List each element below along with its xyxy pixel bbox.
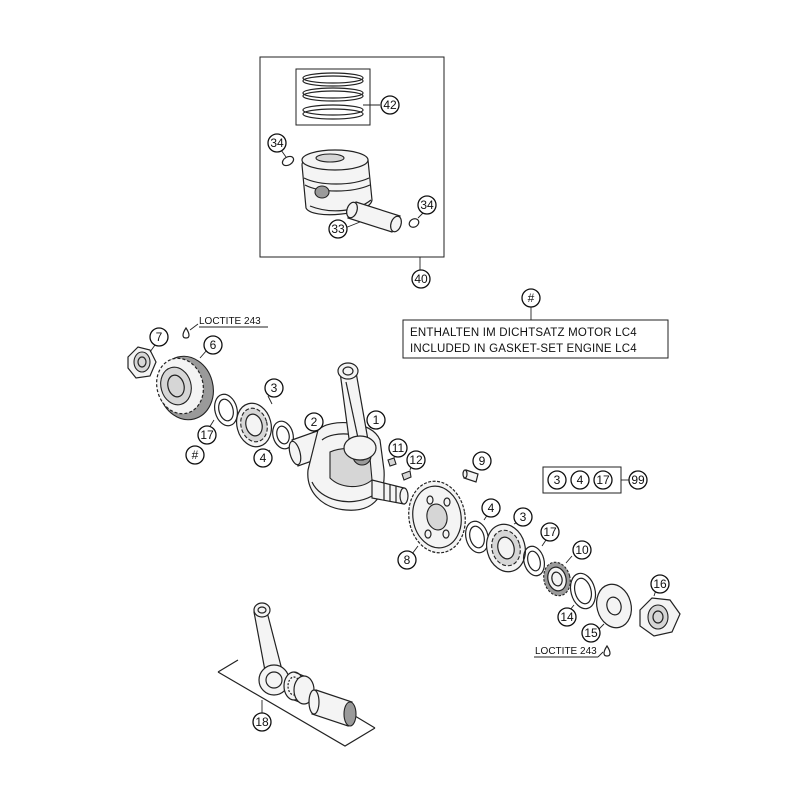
loctite-drop-top: LOCTITE 243 <box>182 316 268 339</box>
svg-text:3: 3 <box>554 473 561 487</box>
svg-text:42: 42 <box>383 98 397 112</box>
callout-6: 6 <box>203 335 223 355</box>
svg-text:4: 4 <box>260 451 267 465</box>
svg-text:9: 9 <box>479 454 486 468</box>
callout-2: 2 <box>304 412 324 432</box>
callout-33: 33 <box>328 219 348 239</box>
callout-3-right: 3 <box>513 507 533 527</box>
callout-34-left: 34 <box>267 133 287 153</box>
crank-gear-small <box>543 561 571 597</box>
primary-gear <box>156 355 214 421</box>
piston-kit-group <box>259 56 445 270</box>
svg-text:3: 3 <box>271 381 278 395</box>
svg-text:2: 2 <box>311 415 318 429</box>
svg-text:11: 11 <box>392 441 405 455</box>
shim-4-right <box>464 520 490 554</box>
svg-text:34: 34 <box>270 136 284 150</box>
callout-9: 9 <box>472 451 492 471</box>
circlip-left <box>281 155 295 167</box>
callout-42: 42 <box>380 95 400 115</box>
callout-11: 11 <box>388 438 408 458</box>
timing-sprocket <box>408 480 466 554</box>
piston-pin <box>346 201 402 233</box>
callout-kit-4: 4 <box>570 470 590 490</box>
loctite-label-bottom: LOCTITE 243 <box>535 646 597 657</box>
callout-40: 40 <box>411 269 431 289</box>
callout-18: 18 <box>252 712 272 732</box>
main-bearing-right <box>486 523 526 573</box>
svg-text:12: 12 <box>409 453 423 467</box>
svg-text:15: 15 <box>584 626 598 640</box>
gasket-note: ENTHALTEN IM DICHTSATZ MOTOR LC4 INCLUDE… <box>402 307 669 359</box>
loctite-drop-bottom: LOCTITE 243 <box>534 644 611 658</box>
gasket-note-frame <box>402 319 669 359</box>
callout-8: 8 <box>397 550 417 570</box>
piston-rings-frame <box>295 68 371 126</box>
svg-text:#: # <box>528 291 535 305</box>
callout-4-left: 4 <box>253 448 273 468</box>
dowel-pin <box>462 469 479 483</box>
callout-17-left: 17 <box>197 425 217 445</box>
shim-left <box>213 393 239 427</box>
svg-text:4: 4 <box>577 473 584 487</box>
callout-17-right: 17 <box>540 522 560 542</box>
piston-rings <box>302 72 364 120</box>
crankshaft-assembly <box>288 362 409 511</box>
callout-7: 7 <box>149 327 169 347</box>
gasket-note-line2: INCLUDED IN GASKET-SET ENGINE LC4 <box>410 343 637 355</box>
main-bearing-left <box>236 402 272 448</box>
svg-text:10: 10 <box>575 543 589 557</box>
callout-hash-left: # <box>185 445 205 465</box>
callout-34-right: 34 <box>417 195 437 215</box>
svg-text:14: 14 <box>560 610 574 624</box>
svg-text:17: 17 <box>200 428 214 442</box>
callout-3-left: 3 <box>264 378 284 398</box>
callout-kit-17: 17 <box>593 470 613 490</box>
callout-kit-99: 99 <box>628 470 648 490</box>
washer-15 <box>596 583 632 629</box>
svg-text:1: 1 <box>373 413 380 427</box>
gasket-note-line1: ENTHALTEN IM DICHTSATZ MOTOR LC4 <box>410 327 637 339</box>
crankshaft-nut-right <box>639 597 681 637</box>
svg-text:8: 8 <box>404 553 411 567</box>
svg-text:33: 33 <box>331 222 345 236</box>
callout-10: 10 <box>572 540 592 560</box>
piston-kit-frame <box>259 56 445 258</box>
shim-14 <box>569 572 597 610</box>
piston <box>301 149 373 216</box>
washer-11 <box>387 457 397 467</box>
svg-text:16: 16 <box>653 577 667 591</box>
crankshaft-nut-left <box>127 346 157 379</box>
svg-text:#: # <box>192 448 199 462</box>
key-12 <box>401 470 412 481</box>
callout-14: 14 <box>557 607 577 627</box>
loctite-label-top: LOCTITE 243 <box>199 316 261 327</box>
callout-16: 16 <box>650 574 670 594</box>
callout-hash-note: # <box>521 288 541 308</box>
callout-1: 1 <box>366 410 386 430</box>
svg-text:7: 7 <box>156 330 163 344</box>
circlip-right <box>408 218 420 228</box>
svg-text:34: 34 <box>420 198 434 212</box>
callout-15: 15 <box>581 623 601 643</box>
callout-kit-3: 3 <box>547 470 567 490</box>
svg-text:18: 18 <box>255 715 269 729</box>
svg-text:4: 4 <box>488 501 495 515</box>
svg-text:6: 6 <box>210 338 217 352</box>
svg-text:40: 40 <box>414 272 428 286</box>
svg-text:99: 99 <box>631 473 645 487</box>
svg-text:3: 3 <box>520 510 527 524</box>
svg-text:17: 17 <box>596 473 610 487</box>
shim-4-left <box>272 420 294 450</box>
callout-4-right: 4 <box>481 498 501 518</box>
shim-right <box>522 545 546 577</box>
conrod-kit <box>217 602 376 747</box>
svg-text:17: 17 <box>543 525 557 539</box>
callout-12: 12 <box>406 450 426 470</box>
callout-layer: 42 34 34 33 40 # 7 6 3 17 # 4 2 1 11 12 … <box>149 95 670 732</box>
